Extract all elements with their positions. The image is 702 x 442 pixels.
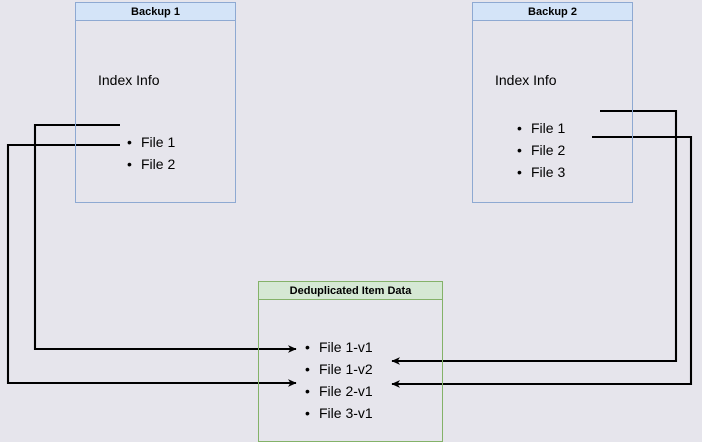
- edge-backup2-file2-to-file2v1: [391, 135, 693, 388]
- list-item[interactable]: File 1-v2: [305, 358, 373, 380]
- backup-2-body: Index Info File 1 File 2 File 3: [473, 21, 632, 201]
- backup-2-header: Backup 2: [473, 3, 632, 21]
- list-item[interactable]: File 2: [127, 153, 175, 175]
- backup-1-file-list: File 1 File 2: [127, 131, 175, 175]
- edge-backup2-file1-to-file1v2: [391, 109, 678, 365]
- deduplicated-item-data-box[interactable]: Deduplicated Item Data File 1-v1 File 1-…: [258, 281, 443, 442]
- edge-backup1-file1-to-file1v1: [33, 123, 297, 353]
- backup-1-caption: Index Info: [98, 72, 160, 88]
- list-item[interactable]: File 3-v1: [305, 402, 373, 424]
- list-item[interactable]: File 2-v1: [305, 380, 373, 402]
- list-item[interactable]: File 1-v1: [305, 336, 373, 358]
- backup-1-header: Backup 1: [76, 3, 235, 21]
- list-item[interactable]: File 1: [127, 131, 175, 153]
- backup-1-body: Index Info File 1 File 2: [76, 21, 235, 201]
- dedup-item-list: File 1-v1 File 1-v2 File 2-v1 File 3-v1: [305, 336, 373, 424]
- list-item[interactable]: File 1: [517, 117, 565, 139]
- backup-2-box[interactable]: Backup 2 Index Info File 1 File 2 File 3: [472, 2, 633, 203]
- deduplicated-item-data-header: Deduplicated Item Data: [259, 282, 442, 300]
- edge-backup1-file2-to-file2v1: [6, 143, 297, 387]
- backup-1-box[interactable]: Backup 1 Index Info File 1 File 2: [75, 2, 236, 203]
- backup-2-file-list: File 1 File 2 File 3: [517, 117, 565, 183]
- deduplicated-item-data-body: File 1-v1 File 1-v2 File 2-v1 File 3-v1: [259, 300, 442, 440]
- list-item[interactable]: File 3: [517, 161, 565, 183]
- backup-2-caption: Index Info: [495, 72, 557, 88]
- list-item[interactable]: File 2: [517, 139, 565, 161]
